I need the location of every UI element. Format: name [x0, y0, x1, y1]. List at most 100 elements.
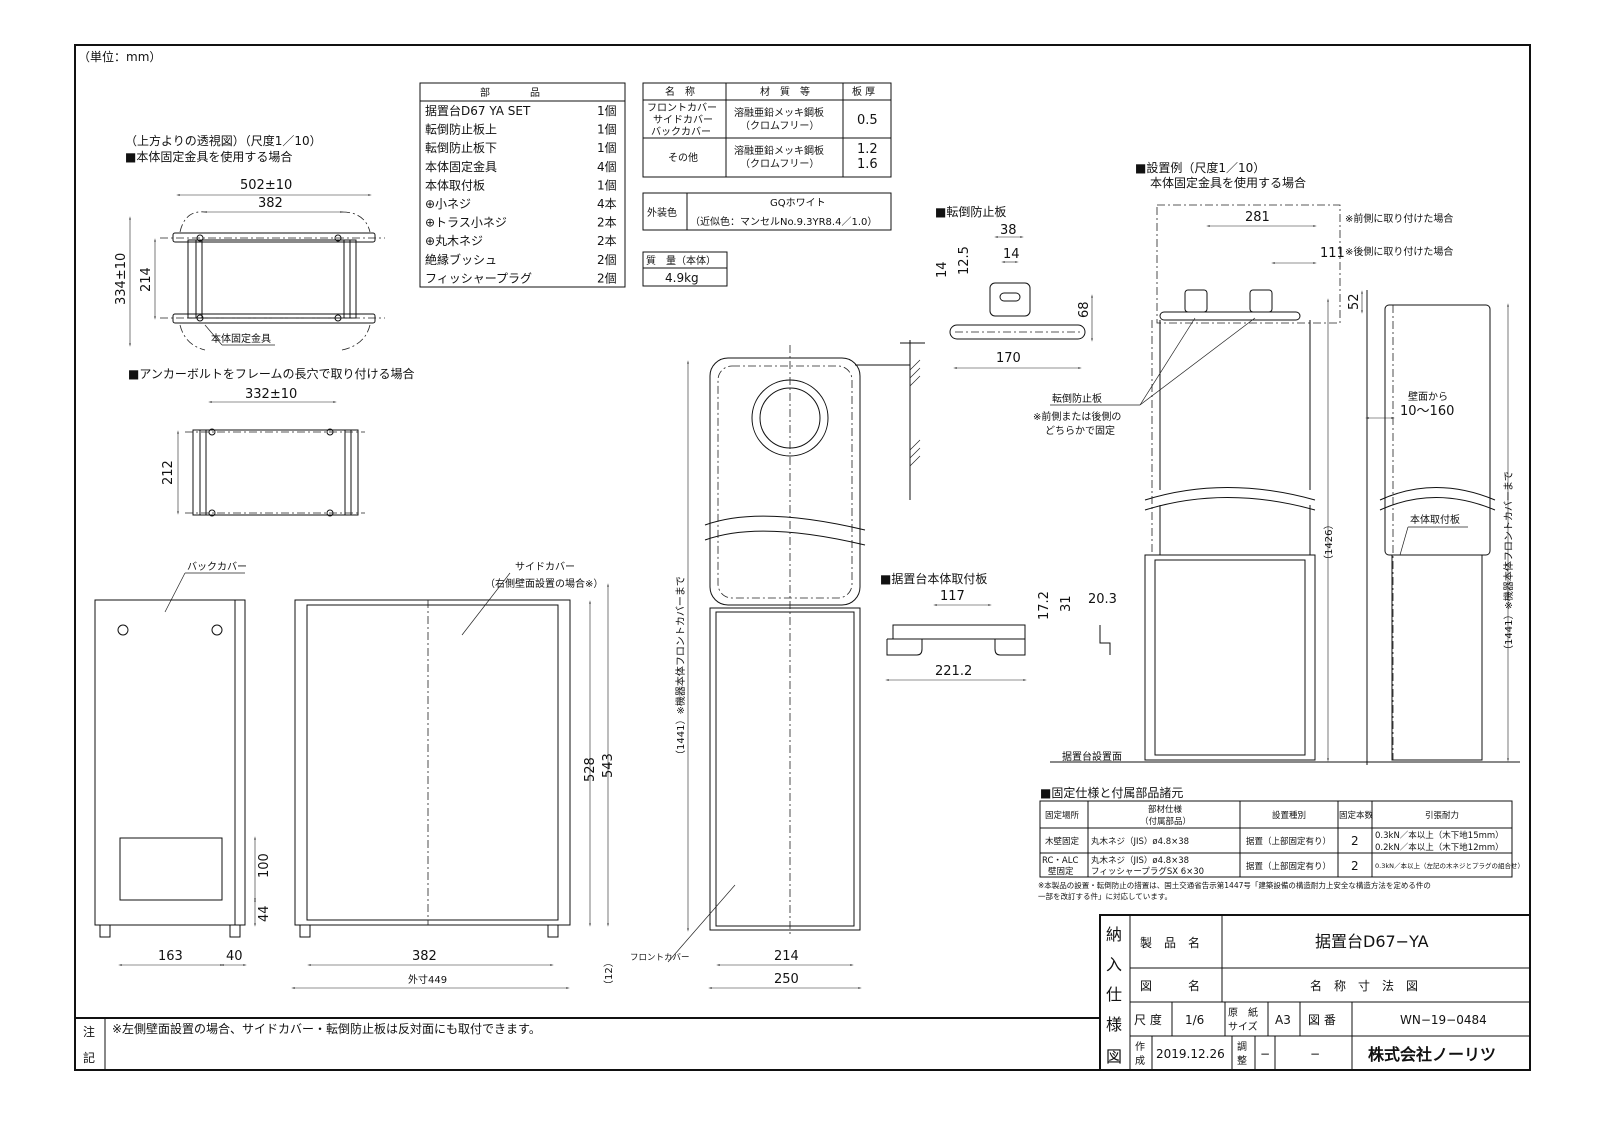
front-height-note: （1441）※機器本体フロントカバーまで — [674, 576, 687, 760]
fixing-cell: 壁固定 — [1048, 866, 1074, 877]
tip-plate-title: ■転倒防止板 — [935, 204, 1006, 219]
dim-20-3: 20.3 — [1088, 592, 1117, 607]
material-cell: フロントカバー — [647, 102, 717, 114]
created-date: 2019.12.26 — [1156, 1047, 1225, 1061]
material-cell: 1.6 — [857, 157, 878, 172]
fixing-header: 部材仕様 — [1148, 804, 1183, 815]
parts-row-name: 本体固定金具 — [425, 159, 497, 174]
dim-334: 334±10 — [114, 253, 129, 305]
dim-38: 38 — [1000, 223, 1017, 238]
product-name-label: 製 品 名 — [1140, 935, 1200, 950]
side-cover-view: サイドカバー （右側壁面設置の場合※） 382 外寸449 528 543 （1… — [291, 561, 616, 990]
mount-plate-title: ■据置台本体取付板 — [880, 571, 987, 586]
parts-row-qty: 1個 — [597, 123, 617, 137]
fixing-cell: 木壁固定 — [1045, 836, 1080, 847]
material-cell: その他 — [668, 151, 698, 164]
dim-40: 40 — [226, 949, 243, 964]
front-cover-label: フロントカバー — [630, 953, 690, 963]
parts-row-name: 転倒防止板下 — [425, 140, 497, 155]
tip-plate-note-1: ※前側または後側の — [1033, 410, 1121, 423]
scale-label: 尺 度 — [1134, 1012, 1162, 1027]
scale-value: 1/6 — [1185, 1013, 1204, 1027]
fixing-cell: 0.3kN／本以上（左記の木ネジとプラグの組合せ） — [1375, 861, 1524, 870]
adjust-label: 調 — [1237, 1040, 1247, 1053]
top-view-caption: （上方よりの透視図）（尺度1／10） — [125, 133, 322, 148]
dim-111: 111 — [1320, 246, 1345, 261]
fixing-header: 引張耐力 — [1425, 810, 1459, 821]
material-table: 名 称 材 質 等 板 厚 フロントカバー サイドカバー バックカバー 溶融亜鉛… — [642, 82, 892, 178]
dim-17-2: 17.2 — [1037, 591, 1052, 620]
parts-row-name: ⊕小ネジ — [425, 197, 471, 211]
top-view-subcaption: ■本体固定金具を使用する場合 — [125, 149, 292, 164]
sheet-frame — [74, 44, 1531, 1071]
back-cover-label: バックカバー — [187, 561, 247, 573]
parts-row-qty: 1個 — [597, 141, 617, 155]
dim-163: 163 — [158, 949, 183, 964]
dim-221: 221.2 — [935, 664, 972, 679]
anchor-view-caption: ■アンカーボルトをフレームの長穴で取り付ける場合 — [128, 366, 415, 381]
fixing-table-title: ■固定仕様と付属部品諸元 — [1040, 785, 1183, 800]
fixing-footnote-2: 一部を改訂する件」に対応しています。 — [1038, 891, 1172, 901]
dim-214: 214 — [139, 267, 154, 292]
note-back-mount: ※後側に取り付けた場合 — [1345, 245, 1453, 258]
fixing-header: 固定本数 — [1339, 810, 1374, 821]
dim-14-side: 14 — [935, 261, 950, 278]
installation-example: ■設置例（尺度1／10） 本体固定金具を使用する場合 281 ※前側に取り付けた… — [1033, 160, 1520, 765]
dim-543: 543 — [601, 753, 616, 778]
fixing-header: 固定場所 — [1045, 810, 1080, 821]
install-title: ■設置例（尺度1／10） — [1135, 160, 1265, 175]
fixing-cell: 据置（上部固定有り） — [1246, 836, 1331, 847]
drawing-number-label: 図 番 — [1308, 1013, 1336, 1027]
dim-382: 382 — [258, 196, 283, 211]
material-cell: サイドカバー — [653, 114, 713, 126]
mount-plate-view: ■据置台本体取付板 117 221.2 17.2 31 20.3 — [880, 571, 1117, 681]
fixing-cell: 0.2kN／本以上（木下地12mm） — [1375, 842, 1504, 853]
dim-281: 281 — [1245, 210, 1270, 225]
parts-row-qty: 1個 — [597, 178, 617, 192]
fixing-footnote-1: ※本製品の設置・転倒防止の措置は、国土交通省告示第1447号「建築設備の構造耐力… — [1038, 880, 1431, 890]
parts-row-name: ⊕トラス小ネジ — [425, 216, 507, 230]
dim-332: 332±10 — [245, 387, 297, 402]
paper-size-label: 原 紙 — [1228, 1006, 1258, 1019]
fixing-cell: RC・ALC — [1042, 856, 1078, 866]
parts-row-qty: 1個 — [597, 104, 617, 118]
material-cell: バックカバー — [651, 126, 711, 138]
remark-label: 注 — [83, 1024, 95, 1039]
parts-row-qty: 2本 — [597, 216, 617, 230]
note-front-mount: ※前側に取り付けた場合 — [1345, 212, 1453, 225]
fixing-header: 設置種別 — [1272, 810, 1306, 821]
material-cell: （クロムフリー） — [740, 120, 819, 132]
created-label: 成 — [1135, 1055, 1145, 1067]
material-header-name: 名 称 — [665, 85, 695, 98]
parts-row-name: 据置台D67 YA SET — [425, 103, 531, 118]
fixing-bracket-callout: 本体固定金具 — [211, 332, 271, 345]
exterior-color-box: 外装色 GQホワイト （近似色：マンセルNo.9.3YR8.4／1.0） — [642, 192, 892, 231]
remark-label: 記 — [83, 1050, 95, 1065]
drawing-name-value: 名 称 寸 法 図 — [1310, 978, 1418, 993]
floor-label: 据置台設置面 — [1062, 750, 1122, 763]
side-cover-label: サイドカバー — [515, 561, 575, 573]
parts-row-qty: 4個 — [597, 160, 617, 174]
tip-plate-view: ■転倒防止板 38 14 12.5 14 68 170 — [935, 204, 1093, 369]
dim-502: 502±10 — [240, 178, 292, 193]
parts-row-qty: 4本 — [597, 197, 617, 211]
exterior-color-label: 外装色 — [647, 206, 677, 219]
parts-row-name: 絶縁ブッシュ — [425, 252, 497, 267]
paper-size-value: A3 — [1275, 1013, 1291, 1027]
fixing-spec-table: ■固定仕様と付属部品諸元 固定場所 部材仕様 （付属部品） 設置種別 固定本数 … — [1038, 785, 1524, 901]
material-cell: （クロムフリー） — [740, 158, 819, 170]
dim-212: 212 — [161, 460, 176, 485]
dim-68: 68 — [1077, 301, 1092, 318]
remark-text: ※左側壁面設置の場合、サイドカバー・転倒防止板は反対面にも取付できます。 — [112, 1021, 541, 1036]
dim-117: 117 — [940, 589, 965, 604]
dim-449: 外寸449 — [408, 973, 447, 986]
dim-100: 100 — [257, 853, 272, 878]
exterior-color-note: （近似色：マンセルNo.9.3YR8.4／1.0） — [690, 215, 877, 228]
exterior-color-value: GQホワイト — [770, 197, 826, 209]
dim-44: 44 — [257, 905, 272, 922]
title-side-char: 納 — [1106, 925, 1122, 944]
mass-box: 質 量（本体） 4.9kg — [642, 251, 728, 287]
mass-value: 4.9kg — [665, 271, 699, 285]
parts-row-qty: 2個 — [597, 271, 617, 285]
